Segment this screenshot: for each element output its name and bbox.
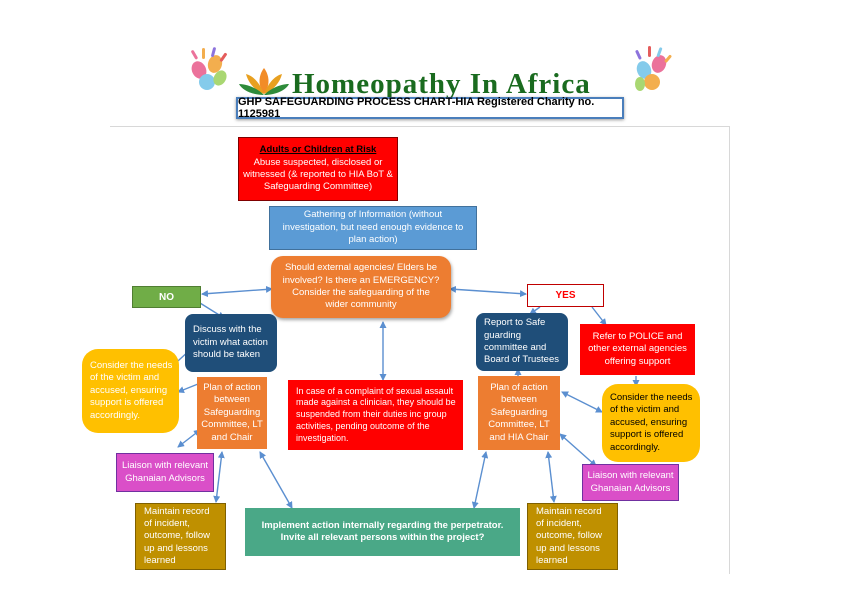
at-risk-box: Adults or Children at Risk Abuse suspect… [238, 137, 398, 201]
needs-box-right: Consider the needs of the victim and acc… [602, 384, 700, 462]
arrow-plan-record-right [545, 451, 557, 503]
gathering-box: Gathering of Information (without invest… [269, 206, 477, 250]
arrow-plan-implement-left [259, 451, 293, 509]
liaison-box-right: Liaison with relevant Ghanaian Advisors [582, 464, 679, 501]
handprint-icon [191, 47, 227, 90]
handprint-icon [635, 46, 672, 91]
implement-box: Implement action internally regarding th… [245, 508, 520, 556]
yes-box: YES [527, 284, 604, 307]
arrow-plan-record-left [213, 451, 225, 503]
plan-box-left: Plan of action between Safeguarding Comm… [197, 377, 267, 449]
arrow-plan-implement-right [471, 451, 489, 509]
brand-title: Homeopathy In Africa [292, 67, 591, 100]
arrow-plan-needs-left [177, 383, 199, 394]
decision-box: Should external agencies/ Elders be invo… [271, 256, 451, 318]
canvas-frame [110, 126, 730, 574]
arrow-plan-liaison-right [559, 433, 597, 467]
needs-box-left: Consider the needs of the victim and acc… [82, 349, 179, 433]
arrow-yes-report [529, 306, 541, 315]
at-risk-body: Abuse suspected, disclosed or witnessed … [243, 156, 393, 193]
report-box: Report to Safe guarding committee and Bo… [476, 313, 568, 371]
arrow-decision-no [201, 285, 273, 298]
arrow-decision-yes [449, 285, 527, 298]
discuss-box: Discuss with the victim what action shou… [185, 314, 277, 372]
no-box: NO [132, 286, 201, 308]
arrow-yes-police [591, 306, 607, 326]
at-risk-title: Adults or Children at Risk [259, 144, 377, 156]
liaison-box-left: Liaison with relevant Ghanaian Advisors [116, 453, 214, 492]
arrow-plan-needs-right [561, 391, 603, 413]
arrow-plan-liaison-left [177, 429, 201, 448]
lotus-logo-icon [239, 68, 289, 95]
record-box-right: Maintain record of incident, outcome, fo… [527, 503, 618, 570]
complaint-box: In case of a complaint of sexual assault… [288, 380, 463, 450]
record-box-left: Maintain record of incident, outcome, fo… [135, 503, 226, 570]
plan-box-right: Plan of action between Safeguarding Comm… [478, 376, 560, 450]
chart-subtitle: GHP SAFEGUARDING PROCESS CHART-HIA Regis… [236, 96, 624, 120]
police-box: Refer to POLICE and other external agenc… [580, 324, 695, 375]
